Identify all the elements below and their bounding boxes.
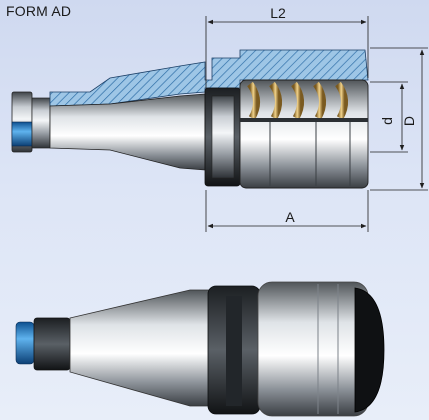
taper-body — [49, 93, 206, 171]
dimension-a: A — [285, 209, 295, 225]
dimension-d-large: D — [401, 116, 417, 126]
spring-coils — [247, 81, 348, 120]
photo-black-nut — [354, 287, 385, 413]
photo-chuck-body — [257, 281, 369, 417]
photo-taper-cone — [69, 289, 211, 407]
dimension-d-small: d — [379, 117, 395, 125]
photo-coolant-nipple — [15, 321, 35, 365]
dimension-lines — [205, 16, 428, 232]
chuck-body — [239, 79, 369, 189]
coolant-ring — [11, 121, 33, 147]
section-view — [11, 49, 369, 189]
product-photo — [15, 281, 385, 417]
form-heading: FORM AD — [6, 3, 72, 19]
taper-section-hatch — [49, 49, 369, 107]
dimension-l2: L2 — [270, 5, 286, 21]
